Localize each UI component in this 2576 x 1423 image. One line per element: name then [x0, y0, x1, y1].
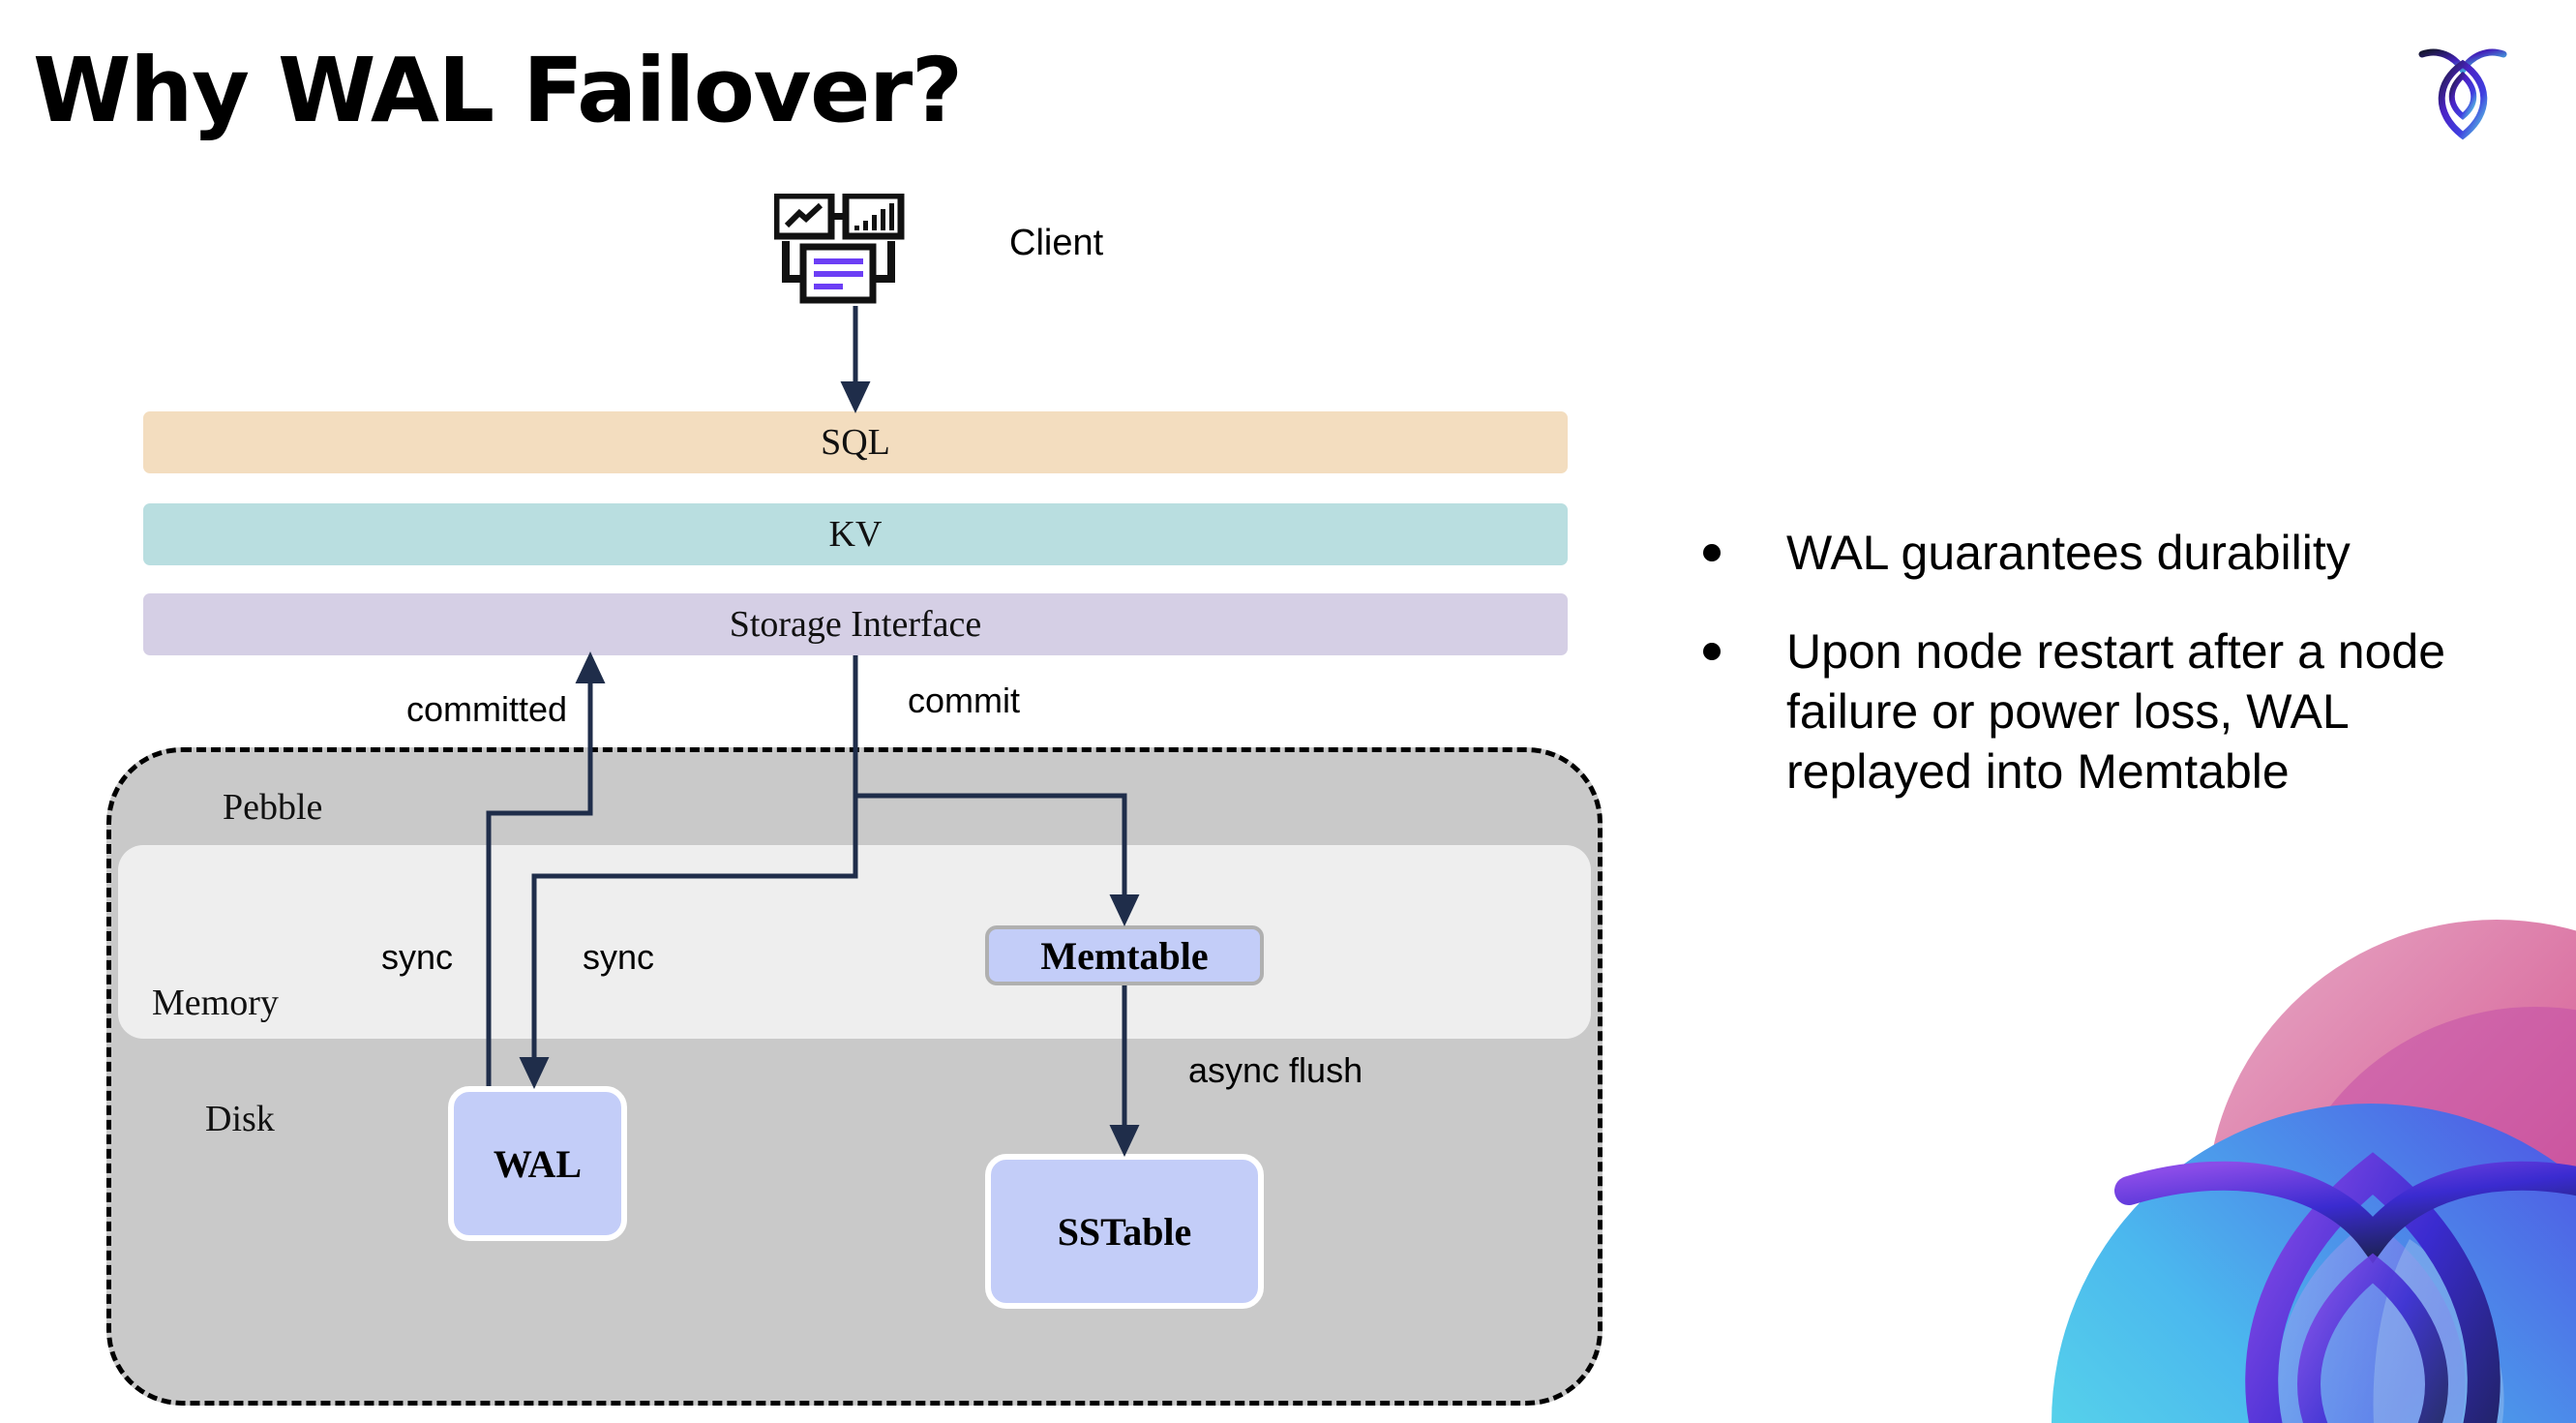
- edge-label-async-flush: async flush: [1188, 1050, 1363, 1090]
- edge-label-committed: committed: [406, 689, 568, 729]
- bullet-text: Upon node restart after a node failure o…: [1786, 624, 2446, 799]
- layer-bar-kv: KV: [143, 503, 1568, 565]
- node-sstable-label: SSTable: [1057, 1209, 1192, 1254]
- node-sstable: SSTable: [985, 1154, 1264, 1309]
- memory-region: [118, 845, 1591, 1039]
- layer-bar-sql: SQL: [143, 411, 1568, 473]
- edge-label-sync-right: sync: [583, 937, 655, 977]
- bullet-dot-icon: [1703, 643, 1721, 660]
- list-item: Upon node restart after a node failure o…: [1703, 621, 2526, 802]
- node-memtable-label: Memtable: [1040, 933, 1209, 978]
- cockroach-leaf-watermark-icon: [1955, 920, 2576, 1423]
- edge-label-commit: commit: [908, 681, 1020, 720]
- node-wal-label: WAL: [493, 1141, 583, 1186]
- node-memtable: Memtable: [985, 925, 1264, 985]
- pebble-label: Pebble: [223, 787, 323, 828]
- layer-bar-sql-label: SQL: [821, 422, 890, 463]
- layer-bar-storage-interface: Storage Interface: [143, 593, 1568, 655]
- memory-label: Memory: [152, 983, 279, 1023]
- layer-bar-storage-interface-label: Storage Interface: [729, 604, 982, 645]
- bullet-text: WAL guarantees durability: [1786, 526, 2351, 580]
- client-dashboard-icon: [772, 192, 929, 319]
- bullet-list: WAL guarantees durability Upon node rest…: [1703, 523, 2526, 840]
- edge-label-sync-left: sync: [381, 937, 454, 977]
- client-label: Client: [1009, 223, 1104, 263]
- layer-bar-kv-label: KV: [828, 514, 883, 555]
- node-wal: WAL: [448, 1086, 627, 1241]
- bullet-dot-icon: [1703, 544, 1721, 561]
- disk-label: Disk: [205, 1099, 275, 1139]
- page-title: Why WAL Failover?: [33, 39, 963, 142]
- list-item: WAL guarantees durability: [1703, 523, 2526, 583]
- cockroach-leaf-logo-icon: [2410, 35, 2516, 141]
